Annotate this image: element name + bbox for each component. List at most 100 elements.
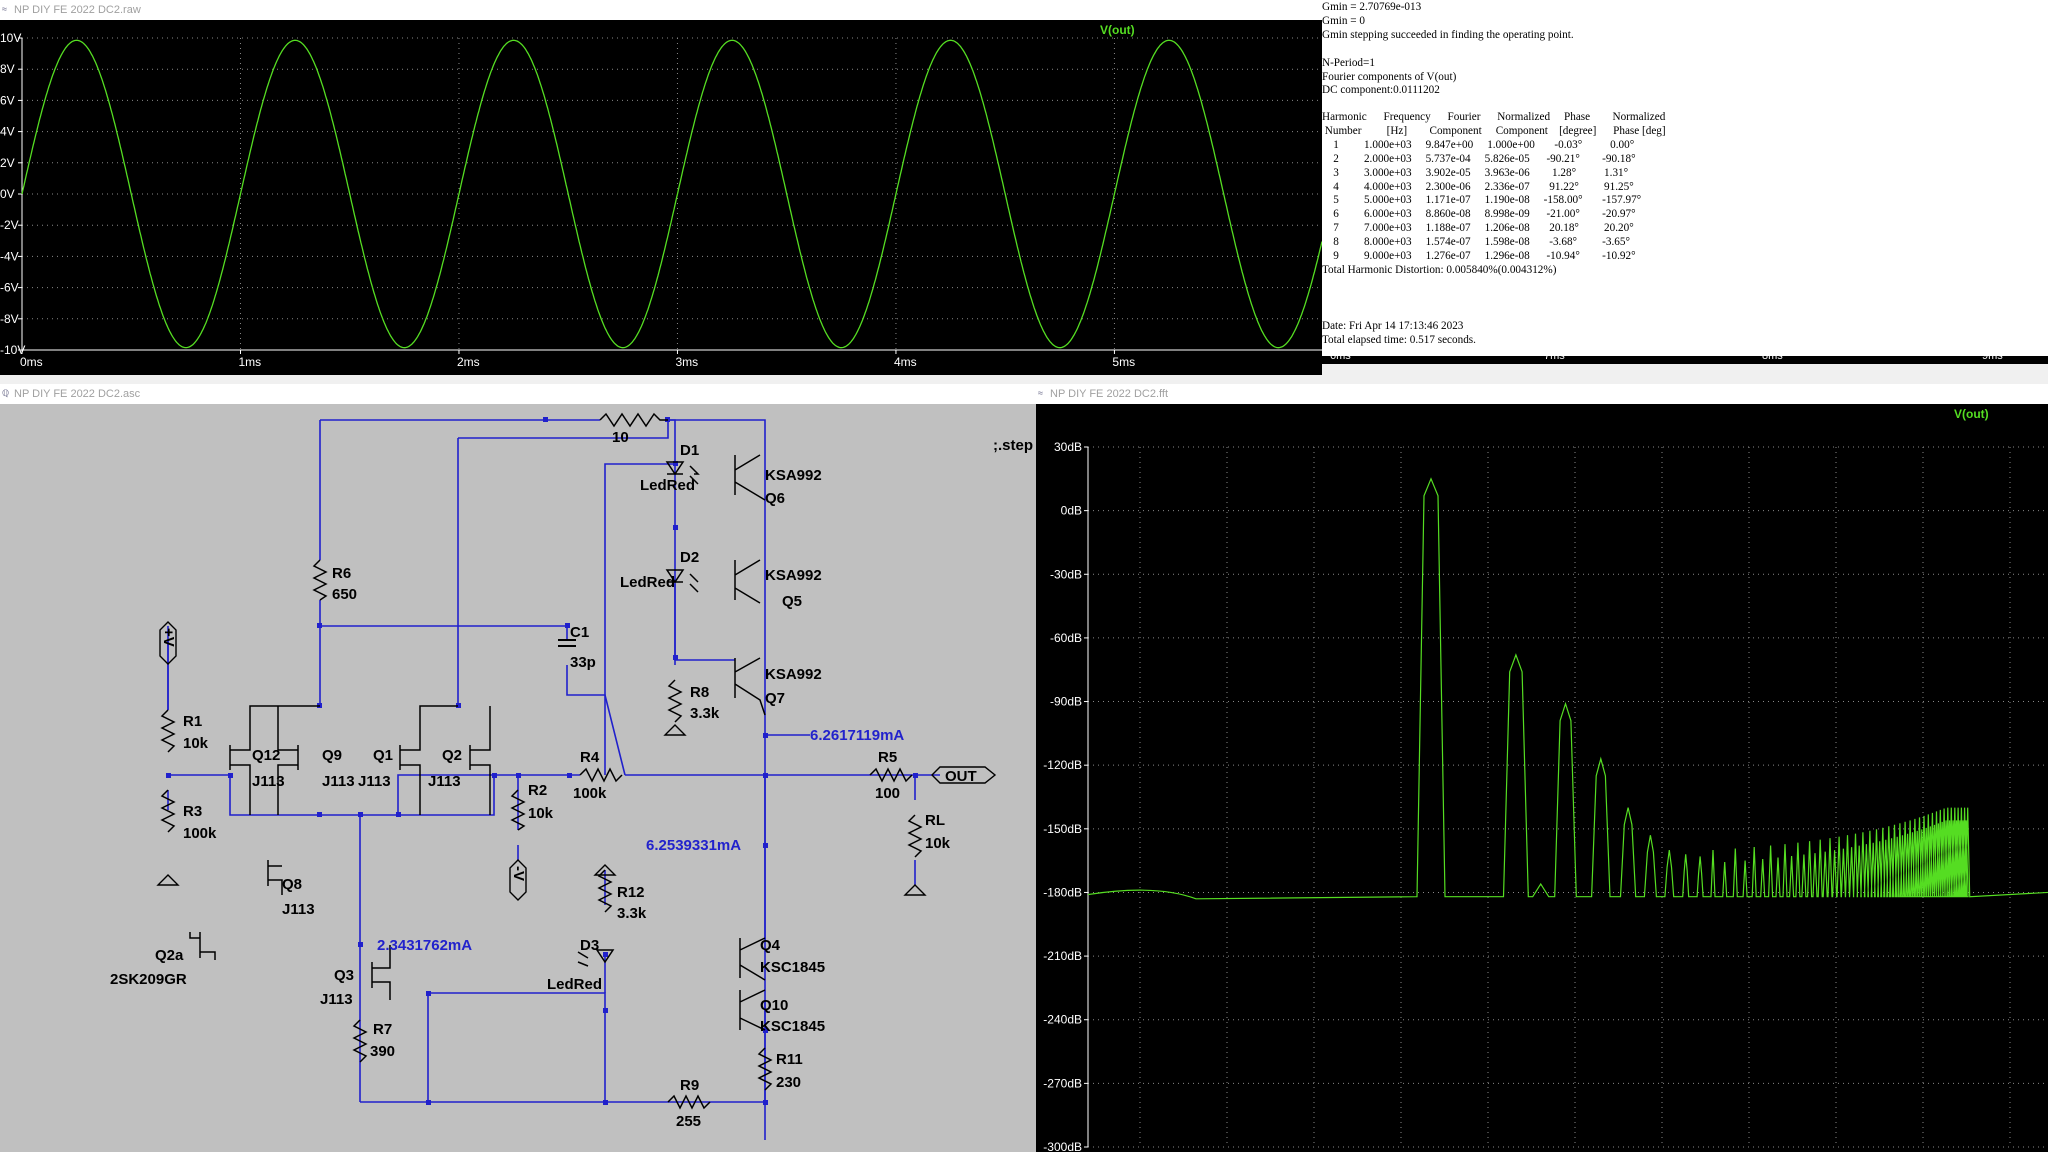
label-q12-model: J113 — [252, 773, 285, 790]
fft-y-tick-label: -240dB — [1043, 1013, 1082, 1027]
schematic-diodes — [577, 461, 700, 967]
waveform-y-tick-label: 10V — [0, 31, 21, 45]
fourier-row-7: 7 7.000e+03 1.188e-07 1.206e-08 20.18° 2… — [1322, 222, 1634, 235]
waveform-y-tick-label: -8V — [0, 312, 19, 326]
schematic-net-flags: +V -V — [156, 621, 997, 901]
schematic-junctions — [166, 417, 918, 1105]
label-r6: R6 — [332, 565, 351, 582]
fourier-table: Harmonic Frequency Fourier Normalized Ph… — [1322, 111, 1666, 347]
label-q8-model: J113 — [282, 901, 315, 918]
waveform-window-icon: ≈ — [2, 4, 7, 14]
fft-plot[interactable]: 30dB0dB-30dB-60dB-90dB-120dB-150dB-180dB… — [1036, 404, 2048, 1152]
label-d2-model: LedRed — [620, 574, 675, 591]
fft-y-tick-label: -60dB — [1050, 631, 1082, 645]
fourier-row-6: 6 6.000e+03 8.860e-08 8.998e-09 -21.00° … — [1322, 208, 1636, 221]
waveform-y-tick-label: 2V — [0, 156, 15, 170]
fft-y-tick-label: 30dB — [1054, 440, 1082, 454]
fft-y-tick-label: -120dB — [1043, 758, 1082, 772]
label-q5-model: KSA992 — [765, 567, 822, 584]
label-q2a: Q2a — [155, 947, 184, 964]
waveform-trace-vout[interactable] — [21, 39, 1322, 349]
fft-y-tick-label: -300dB — [1043, 1140, 1082, 1152]
fourier-row-3: 3 3.000e+03 3.902e-05 3.963e-06 1.28° 1.… — [1322, 166, 1629, 179]
schematic-window-icon: ℚ — [2, 388, 10, 398]
schematic-canvas[interactable]: +V -V 10 D1 LedRed KSA992 Q6 D2 LedRed K… — [0, 404, 1036, 1152]
label-r2: R2 — [528, 782, 547, 799]
date-line: Date: Fri Apr 14 17:13:46 2023 — [1322, 319, 1464, 332]
label-r5-value: 100 — [875, 785, 900, 802]
schematic-jfets — [189, 705, 491, 1000]
schematic-window-title: NP DIY FE 2022 DC2.asc — [14, 388, 141, 400]
label-r2-value: 10k — [528, 805, 554, 822]
fft-y-tick-label: -150dB — [1043, 822, 1082, 836]
fft-y-tick-label: -210dB — [1043, 949, 1082, 963]
fourier-row-9: 9 9.000e+03 1.276e-07 1.296e-08 -10.94° … — [1322, 250, 1636, 263]
hidden-tick-6ms: 6ms — [1330, 356, 1351, 362]
schematic-window[interactable]: ℚ NP DIY FE 2022 DC2.asc — [0, 384, 1036, 1152]
schematic-bjts — [734, 454, 766, 1031]
label-r8-value: 3.3k — [690, 705, 720, 722]
waveform-window-titlebar[interactable]: ≈ NP DIY FE 2022 DC2.raw — [0, 0, 1322, 20]
current-annotation-q7: 6.2617119mA — [810, 727, 904, 744]
label-r10-value: 10 — [612, 429, 629, 446]
waveform-y-tick-label: -2V — [0, 218, 19, 232]
schematic-resistors — [160, 412, 923, 1110]
label-q1: Q1 — [373, 747, 393, 764]
label-d1-model: LedRed — [640, 477, 695, 494]
spice-log-window[interactable]: Gmin = 2.70769e-013 Gmin = 0 Gmin steppi… — [1322, 0, 2048, 364]
log-spacer — [1322, 292, 1666, 306]
waveform-y-tick-label: 0V — [0, 187, 15, 201]
current-annotation-q4: 6.2539331mA — [646, 837, 741, 854]
current-annotation-q3: 2.3431762mA — [377, 937, 472, 954]
waveform-y-tick-label: 6V — [0, 93, 15, 107]
hidden-tick-9ms: 9ms — [1982, 356, 2003, 362]
fft-trace-vout[interactable] — [1087, 477, 2048, 900]
waveform-y-tick-label: -6V — [0, 281, 19, 295]
schematic-window-titlebar[interactable]: ℚ NP DIY FE 2022 DC2.asc — [0, 384, 1036, 404]
label-q5: Q5 — [782, 593, 802, 610]
label-q3-model: J113 — [320, 991, 353, 1008]
thd-line: Total Harmonic Distortion: 0.005840%(0.0… — [1322, 263, 1557, 276]
fourier-row-5: 5 5.000e+03 1.171e-07 1.190e-08 -158.00°… — [1322, 194, 1642, 207]
label-r12-value: 3.3k — [617, 905, 647, 922]
label-r7: R7 — [373, 1021, 392, 1038]
waveform-y-tick-label: -10V — [0, 343, 25, 357]
log-spacer — [1322, 306, 1666, 320]
waveform-x-tick-label: 2ms — [457, 355, 480, 369]
fourier-table-rows: 1 1.000e+03 9.847e+00 1.000e+00 -0.03° 0… — [1322, 139, 1666, 264]
label-r9-value: 255 — [676, 1113, 701, 1130]
waveform-y-tick-label: 8V — [0, 62, 15, 76]
label-r3-value: 100k — [183, 825, 217, 842]
label-q8: Q8 — [282, 876, 302, 893]
label-q7-model: KSA992 — [765, 666, 822, 683]
net-label-pos: +V — [160, 628, 177, 647]
waveform-x-tick-label: 1ms — [238, 355, 261, 369]
label-q9-model: J113 — [322, 773, 355, 790]
waveform-window[interactable]: ≈ NP DIY FE 2022 DC2.raw 10V 8V 6V 4V 2V 0V -2… — [0, 0, 1322, 375]
fft-y-axis: 30dB0dB-30dB-60dB-90dB-120dB-150dB-180dB… — [1043, 440, 1089, 1152]
log-spacer — [1322, 278, 1666, 292]
spice-directive-step[interactable]: ;.step — [993, 437, 1033, 454]
log-header-text: Gmin = 2.70769e-013 Gmin = 0 Gmin steppi… — [1322, 1, 1574, 97]
waveform-y-tick-label: 4V — [0, 125, 15, 139]
fft-trace-label[interactable]: V(out) — [1954, 407, 1989, 421]
fft-y-tick-label: -90dB — [1050, 695, 1082, 709]
waveform-x-tick-label: 0ms — [20, 355, 43, 369]
label-d3: D3 — [580, 937, 599, 954]
fft-window-titlebar[interactable]: ≈ NP DIY FE 2022 DC2.fft — [1036, 384, 2048, 404]
label-rl: RL — [925, 812, 945, 829]
label-q4-model: KSC1845 — [760, 959, 825, 976]
label-c1-value: 33p — [570, 654, 596, 671]
schematic-labels: 10 D1 LedRed KSA992 Q6 D2 LedRed KSA992 … — [110, 429, 977, 1130]
label-r12: R12 — [617, 884, 645, 901]
fourier-row-4: 4 4.000e+03 2.300e-06 2.336e-07 91.22° 9… — [1322, 180, 1634, 193]
label-r1: R1 — [183, 713, 202, 730]
fft-window-icon: ≈ — [1038, 388, 1043, 398]
waveform-trace-label[interactable]: V(out) — [1100, 23, 1135, 37]
label-q9: Q9 — [322, 747, 342, 764]
label-q2: Q2 — [442, 747, 462, 764]
label-q6: Q6 — [765, 490, 785, 507]
